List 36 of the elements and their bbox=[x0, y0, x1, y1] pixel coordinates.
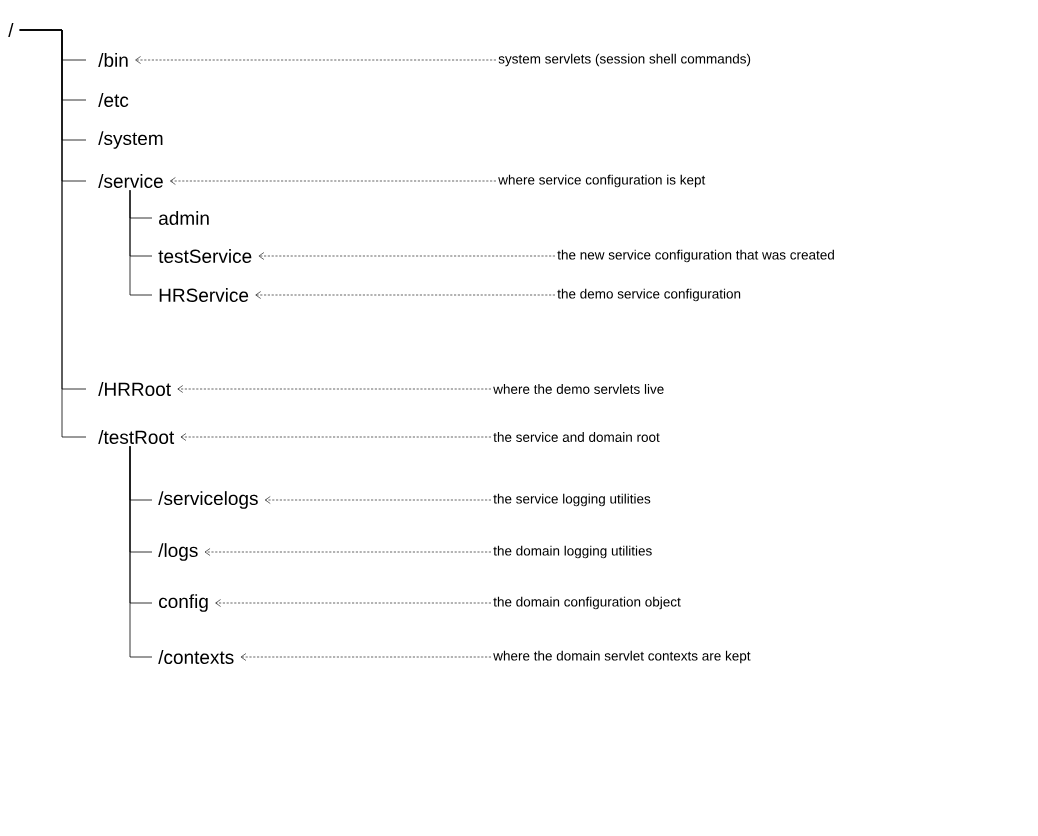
directory-name: /testRoot bbox=[98, 430, 175, 444]
annotation: the demo service configuration bbox=[557, 288, 741, 302]
directory-name: /system bbox=[98, 131, 163, 149]
arrow bbox=[215, 599, 492, 607]
directory-name: /etc bbox=[98, 93, 129, 107]
directory-name: /logs bbox=[158, 543, 198, 561]
arrow bbox=[264, 496, 492, 504]
arrow bbox=[135, 56, 497, 64]
directory-name: /servicelogs bbox=[158, 491, 258, 509]
directory-name: testService bbox=[158, 249, 252, 263]
annotation: where the domain servlet contexts are kept bbox=[493, 650, 751, 664]
arrow bbox=[177, 385, 492, 393]
directory-name: config bbox=[159, 594, 208, 612]
annotation: system servlets (session shell commands) bbox=[498, 53, 751, 67]
directory-name: /service bbox=[98, 174, 163, 188]
directory-name: HRService bbox=[159, 288, 249, 302]
directory-name: /contexts bbox=[158, 650, 234, 664]
annotation: where service configuration is kept bbox=[498, 174, 706, 188]
arrow bbox=[180, 433, 492, 441]
annotation: the new service configuration that was created bbox=[557, 249, 834, 263]
annotation: the domain configuration object bbox=[493, 596, 681, 610]
arrow bbox=[258, 252, 556, 260]
annotation: the service and domain root bbox=[493, 432, 660, 442]
directory-name: /bin bbox=[98, 53, 128, 67]
directory-name: / bbox=[8, 23, 14, 37]
annotation: the service logging utilities bbox=[493, 493, 651, 507]
tree-line bbox=[129, 445, 153, 658]
arrow bbox=[255, 291, 556, 299]
annotation: the domain logging utilities bbox=[493, 545, 652, 559]
directory-name: admin bbox=[159, 211, 209, 225]
arrow bbox=[240, 653, 492, 661]
annotation: where the demo servlets live bbox=[493, 384, 664, 394]
directory-name: /HRRoot bbox=[98, 382, 171, 396]
arrow bbox=[170, 177, 497, 185]
tree-line bbox=[129, 189, 153, 296]
arrow bbox=[204, 548, 492, 556]
